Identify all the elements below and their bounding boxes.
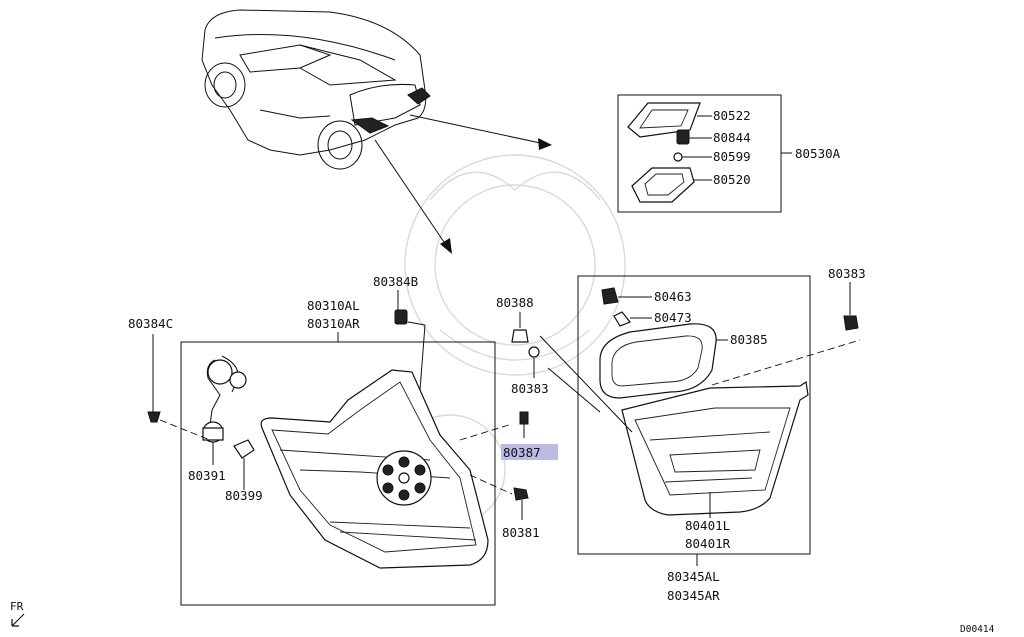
lamp-housing-part	[631, 167, 695, 203]
watermark	[394, 154, 626, 526]
vehicle-outline-illustration	[201, 9, 431, 170]
license-lamp-assembly-box	[617, 94, 792, 213]
leader-line	[539, 335, 633, 433]
label-80383-center: 80383	[511, 381, 549, 396]
highlight-80387	[501, 444, 558, 460]
socket-harness-part	[202, 355, 247, 465]
label-80391: 80391	[188, 468, 226, 483]
bulb-part	[673, 152, 683, 162]
label-80844: 80844	[713, 130, 751, 145]
bulb-socket-part	[676, 129, 690, 145]
label-80522: 80522	[713, 108, 751, 123]
outer-tail-lamp-part	[260, 369, 489, 569]
inner-tail-lamp-assembly-box	[577, 275, 861, 566]
label-80401l: 80401L	[685, 518, 730, 533]
label-80384c: 80384C	[128, 316, 173, 331]
screw-80384c	[147, 334, 211, 441]
label-80463: 80463	[654, 289, 692, 304]
clip-80384b	[394, 290, 408, 325]
center-fasteners	[459, 312, 540, 520]
label-80310al: 80310AL	[307, 298, 360, 313]
label-80473: 80473	[654, 310, 692, 325]
label-80401r: 80401R	[685, 536, 731, 551]
label-80384b: 80384B	[373, 274, 418, 289]
inner-tail-lamp-part	[621, 380, 809, 516]
label-80383-right: 80383	[828, 266, 866, 281]
label-80310ar: 80310AR	[307, 316, 360, 331]
screw-80383-right	[843, 282, 859, 331]
label-80599: 80599	[713, 149, 751, 164]
label-80399: 80399	[225, 488, 263, 503]
part-labels: 80522 80844 80599 80520 80530A 80384B 80…	[128, 108, 866, 603]
front-marker-label: FR	[10, 600, 24, 613]
label-80520: 80520	[713, 172, 751, 187]
label-80381: 80381	[502, 525, 540, 540]
callout-arrows	[374, 114, 552, 254]
label-80385: 80385	[730, 332, 768, 347]
gasket-part	[599, 323, 717, 399]
label-80530a: 80530A	[795, 146, 841, 161]
label-80388: 80388	[496, 295, 534, 310]
front-direction-marker: FR	[10, 600, 25, 627]
lamp-lens-part	[627, 102, 701, 138]
front-arrow-icon	[11, 613, 25, 627]
diagram-code: D00414	[960, 624, 995, 635]
label-80387: 80387	[503, 445, 541, 460]
bulb-80399-part	[233, 439, 255, 459]
outer-tail-lamp-assembly-box	[180, 321, 496, 606]
leader-line	[547, 367, 601, 413]
label-80345ar: 80345AR	[667, 588, 720, 603]
label-80345al: 80345AL	[667, 569, 720, 584]
